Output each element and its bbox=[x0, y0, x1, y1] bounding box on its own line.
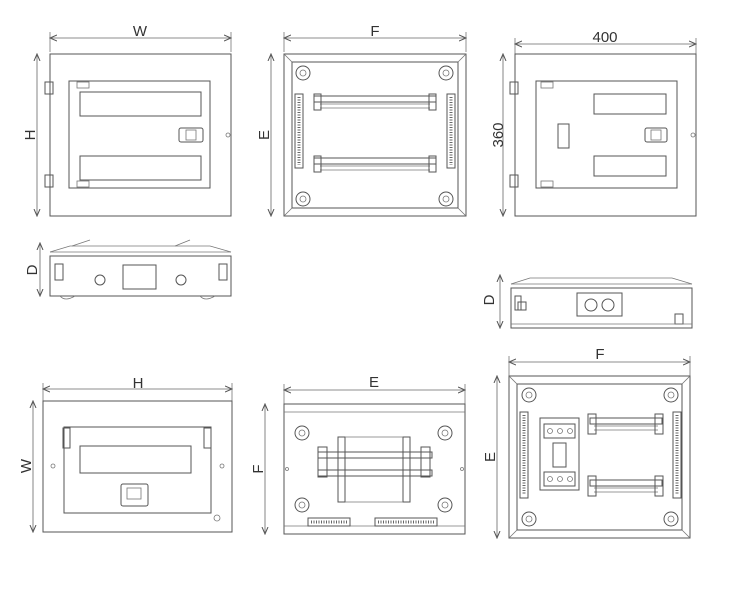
breaker-window bbox=[79, 445, 192, 474]
enclosure-body bbox=[49, 255, 232, 297]
center-slot bbox=[557, 123, 570, 149]
e-label: E bbox=[256, 130, 273, 140]
front-view-horizontal: H W bbox=[18, 375, 232, 532]
door-frame bbox=[63, 426, 212, 514]
hinge-bottom bbox=[44, 174, 54, 188]
din-rail-top bbox=[313, 93, 437, 111]
screw-icon bbox=[690, 132, 696, 138]
terminal-strip-right bbox=[446, 93, 456, 169]
e-label: E bbox=[482, 452, 499, 462]
door-frame bbox=[535, 80, 678, 189]
bracket-left bbox=[54, 263, 64, 281]
knockout-hole bbox=[175, 274, 187, 286]
breaker-window-top bbox=[593, 93, 667, 115]
height-label: H bbox=[133, 375, 144, 392]
terminal-strip-bottom bbox=[307, 517, 438, 527]
screw-icon bbox=[225, 132, 231, 138]
height-label: H bbox=[22, 130, 39, 141]
enclosure-body bbox=[283, 403, 466, 535]
f-label: F bbox=[595, 346, 604, 363]
din-rail-frame bbox=[317, 436, 433, 503]
e-label: E bbox=[369, 374, 379, 391]
dim-400-label: 400 bbox=[592, 29, 617, 46]
mounting-bolt-icons bbox=[521, 387, 679, 527]
interior-view-breaker: F E bbox=[482, 346, 690, 538]
hinge-right bbox=[203, 427, 212, 449]
door-lock bbox=[120, 483, 149, 507]
breaker-window-bottom bbox=[79, 155, 202, 181]
din-rail-bottom bbox=[313, 155, 437, 173]
enclosure-body bbox=[508, 375, 691, 539]
din-rail-top bbox=[587, 413, 664, 435]
width-label: W bbox=[18, 458, 35, 473]
depth-view-right: D bbox=[481, 275, 693, 329]
screw-icon bbox=[213, 514, 221, 522]
width-label: W bbox=[133, 23, 148, 40]
mounting-bolt-icons bbox=[295, 65, 454, 207]
mounting-bolt-icons bbox=[294, 425, 453, 513]
enclosure-body bbox=[514, 53, 697, 217]
dim-360-label: 360 bbox=[490, 122, 507, 147]
knockout-hole bbox=[94, 274, 106, 286]
terminal-strip-right bbox=[672, 411, 682, 499]
terminal-strip-left bbox=[294, 93, 304, 169]
breaker-window-top bbox=[79, 91, 202, 117]
hinge-top bbox=[44, 81, 54, 95]
depth-view-left: D bbox=[24, 239, 232, 300]
enclosure-body bbox=[49, 53, 232, 217]
enclosure-body bbox=[42, 400, 233, 533]
depth-label: D bbox=[481, 294, 498, 305]
front-view-dimensioned: 400 360 bbox=[490, 29, 696, 216]
terminal-strip-left bbox=[519, 411, 529, 499]
enclosure-body bbox=[283, 53, 467, 217]
din-rail-bottom bbox=[587, 475, 664, 497]
f-label: F bbox=[250, 464, 267, 473]
front-view-door: W H bbox=[22, 23, 231, 216]
hinge-left bbox=[62, 427, 71, 449]
enclosure-body bbox=[510, 287, 693, 329]
main-breaker bbox=[539, 417, 580, 491]
door-lock bbox=[178, 127, 204, 143]
breaker-window-bottom bbox=[593, 155, 667, 177]
f-label: F bbox=[370, 23, 379, 40]
bracket-right bbox=[218, 263, 228, 281]
door-frame bbox=[68, 80, 211, 189]
interior-view-rails: F E bbox=[256, 23, 466, 216]
hinge-top bbox=[509, 81, 519, 95]
door-lock bbox=[644, 127, 668, 143]
interior-view-horizontal: E F bbox=[250, 374, 465, 534]
depth-label: D bbox=[24, 264, 41, 275]
hinge-bottom bbox=[509, 174, 519, 188]
cutout bbox=[122, 264, 157, 290]
cable-gland-plate bbox=[576, 292, 623, 317]
